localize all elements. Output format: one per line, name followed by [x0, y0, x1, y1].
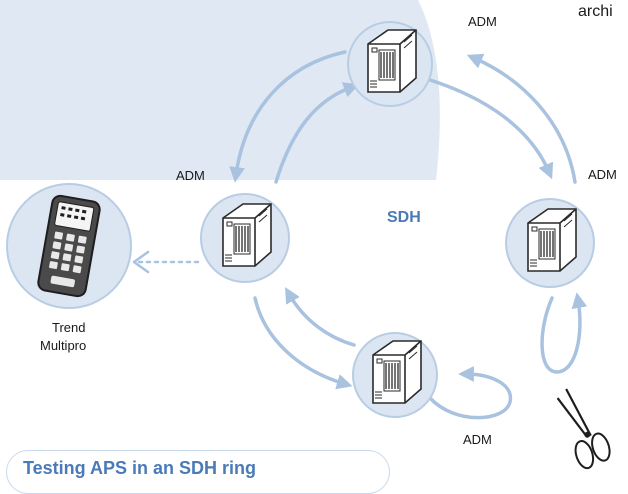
arrow-top-to-left — [229, 50, 347, 183]
adm-label-right: ADM — [588, 167, 617, 182]
arrow-bottom-loop — [428, 366, 513, 420]
adm-device-icon — [527, 208, 577, 272]
adm-node-top[interactable] — [347, 21, 433, 107]
adm-node-right[interactable] — [505, 198, 595, 288]
arrow-left-to-top — [274, 82, 360, 184]
caption-box: Testing APS in an SDH ring — [6, 450, 390, 494]
scissors-icon — [556, 388, 611, 470]
adm-device-icon — [372, 340, 422, 404]
caption-text: Testing APS in an SDH ring — [23, 458, 257, 478]
tester-label-line1: Trend — [52, 320, 86, 335]
adm-label-top: ADM — [468, 14, 497, 29]
arrow-right-loop — [540, 292, 588, 374]
arrow-left-to-bottom — [253, 296, 353, 390]
arrow-bottom-to-left — [285, 287, 356, 347]
background-shade — [0, 0, 440, 180]
tester-node[interactable] — [6, 183, 132, 309]
arrow-right-to-top — [466, 53, 577, 184]
adm-device-icon — [222, 203, 272, 267]
header-truncated-text: archi — [578, 3, 613, 20]
ring-label: SDH — [387, 209, 421, 226]
handheld-tester-icon — [37, 194, 101, 298]
ring-arrows — [229, 50, 588, 420]
adm-node-bottom[interactable] — [352, 332, 438, 418]
tester-label-line2: Multipro — [40, 338, 87, 353]
adm-label-left: ADM — [176, 168, 205, 183]
adm-node-left[interactable] — [200, 193, 290, 283]
adm-device-icon — [367, 29, 417, 93]
adm-label-bottom: ADM — [463, 432, 492, 447]
arrow-top-to-right — [428, 78, 554, 180]
tester-link-arrowhead — [132, 250, 150, 274]
